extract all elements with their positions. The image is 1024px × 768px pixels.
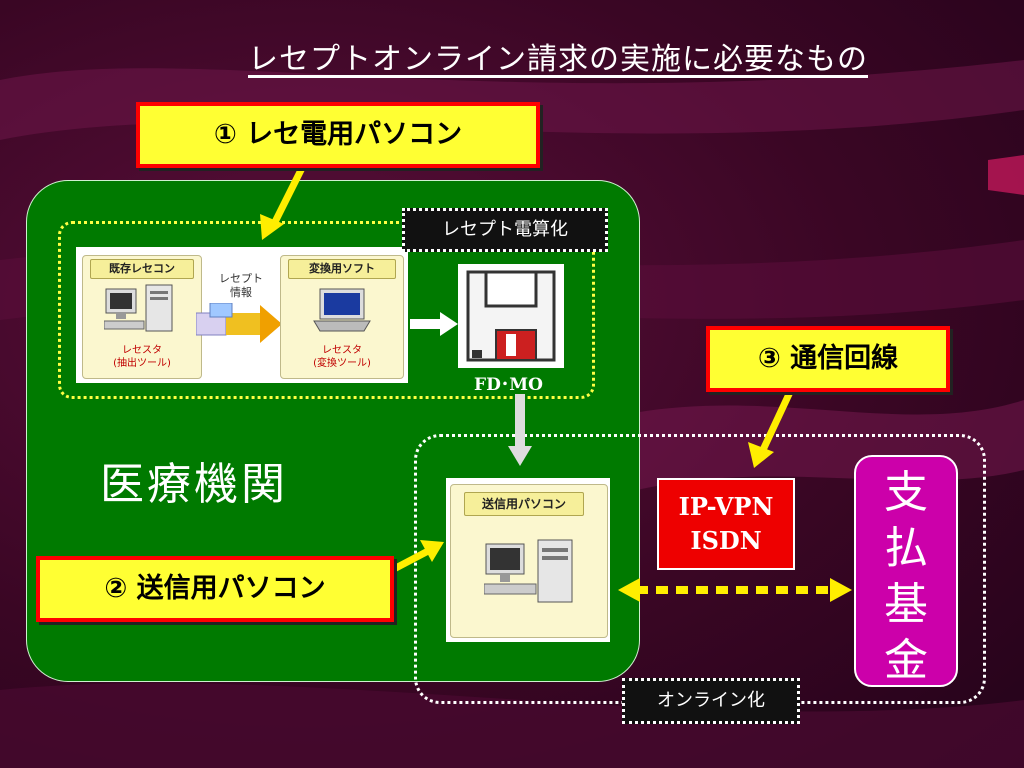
online-connection-right-head <box>830 578 852 602</box>
receipt-workflow-panel: 既存レセコン レセスタ (抽出ツール) レセプト 情報 変換用ソフト レセスタ … <box>76 247 408 383</box>
payment-fund-box: 支 払 基 金 <box>854 455 958 687</box>
callout-2-arrow <box>390 546 432 574</box>
floppy-to-sending-arrowhead <box>508 446 532 466</box>
card1-caption-line1: レセスタ <box>122 345 162 356</box>
desktop-computer-icon <box>484 539 573 603</box>
network-box: IP-VPN ISDN <box>657 478 795 570</box>
laptop-icon <box>313 288 371 332</box>
sending-pc-tab: 送信用パソコン <box>464 492 584 516</box>
transfer-label-line1: レセプト <box>219 272 263 285</box>
online-connection-left-head <box>618 578 640 602</box>
fd-mo-label: FD･MO <box>474 375 543 395</box>
callout-rece-pc: ① レセ電用パソコン <box>136 102 540 168</box>
card2-caption-line2: (変換ツール) <box>313 358 371 369</box>
conversion-software-tab: 変換用ソフト <box>288 259 396 279</box>
network-label-isdn: ISDN <box>690 526 762 555</box>
card1-caption-line2: (抽出ツール) <box>113 358 171 369</box>
workflow-to-floppy-arrowhead <box>440 312 458 336</box>
callout-1-arrow <box>268 166 306 230</box>
card2-caption-line1: レセスタ <box>322 345 362 356</box>
existing-rececon-tab: 既存レセコン <box>90 259 194 279</box>
callout-1-arrowhead <box>260 214 284 240</box>
desktop-computer-icon <box>104 284 173 332</box>
medical-institution-label: 医療機関 <box>100 459 288 510</box>
callout-network: ③ 通信回線 <box>706 326 950 392</box>
callout-2-arrowhead <box>420 540 444 562</box>
fund-char-1: 支 <box>884 467 928 518</box>
sending-pc-panel: 送信用パソコン <box>446 478 610 642</box>
receipt-digitization-boundary <box>58 221 595 399</box>
callout-sending-pc: ② 送信用パソコン <box>36 556 394 622</box>
callout-3-arrow <box>758 390 794 454</box>
floppy-disk-icon <box>466 270 556 362</box>
transfer-label-line2: 情報 <box>230 286 252 299</box>
online-label: オンライン化 <box>622 678 800 724</box>
callout-3-arrowhead <box>748 442 774 468</box>
receipt-digitization-label: レセプト電算化 <box>402 208 608 252</box>
fund-char-2: 払 <box>884 523 928 574</box>
slide-title: レセプトオンライン請求の実施に必要なもの <box>248 42 868 77</box>
fund-char-4: 金 <box>884 635 928 686</box>
floppy-panel <box>458 264 564 368</box>
fund-char-3: 基 <box>884 579 928 630</box>
network-label-ipvpn: IP-VPN <box>678 492 774 521</box>
transfer-arrow-icon <box>196 303 282 343</box>
